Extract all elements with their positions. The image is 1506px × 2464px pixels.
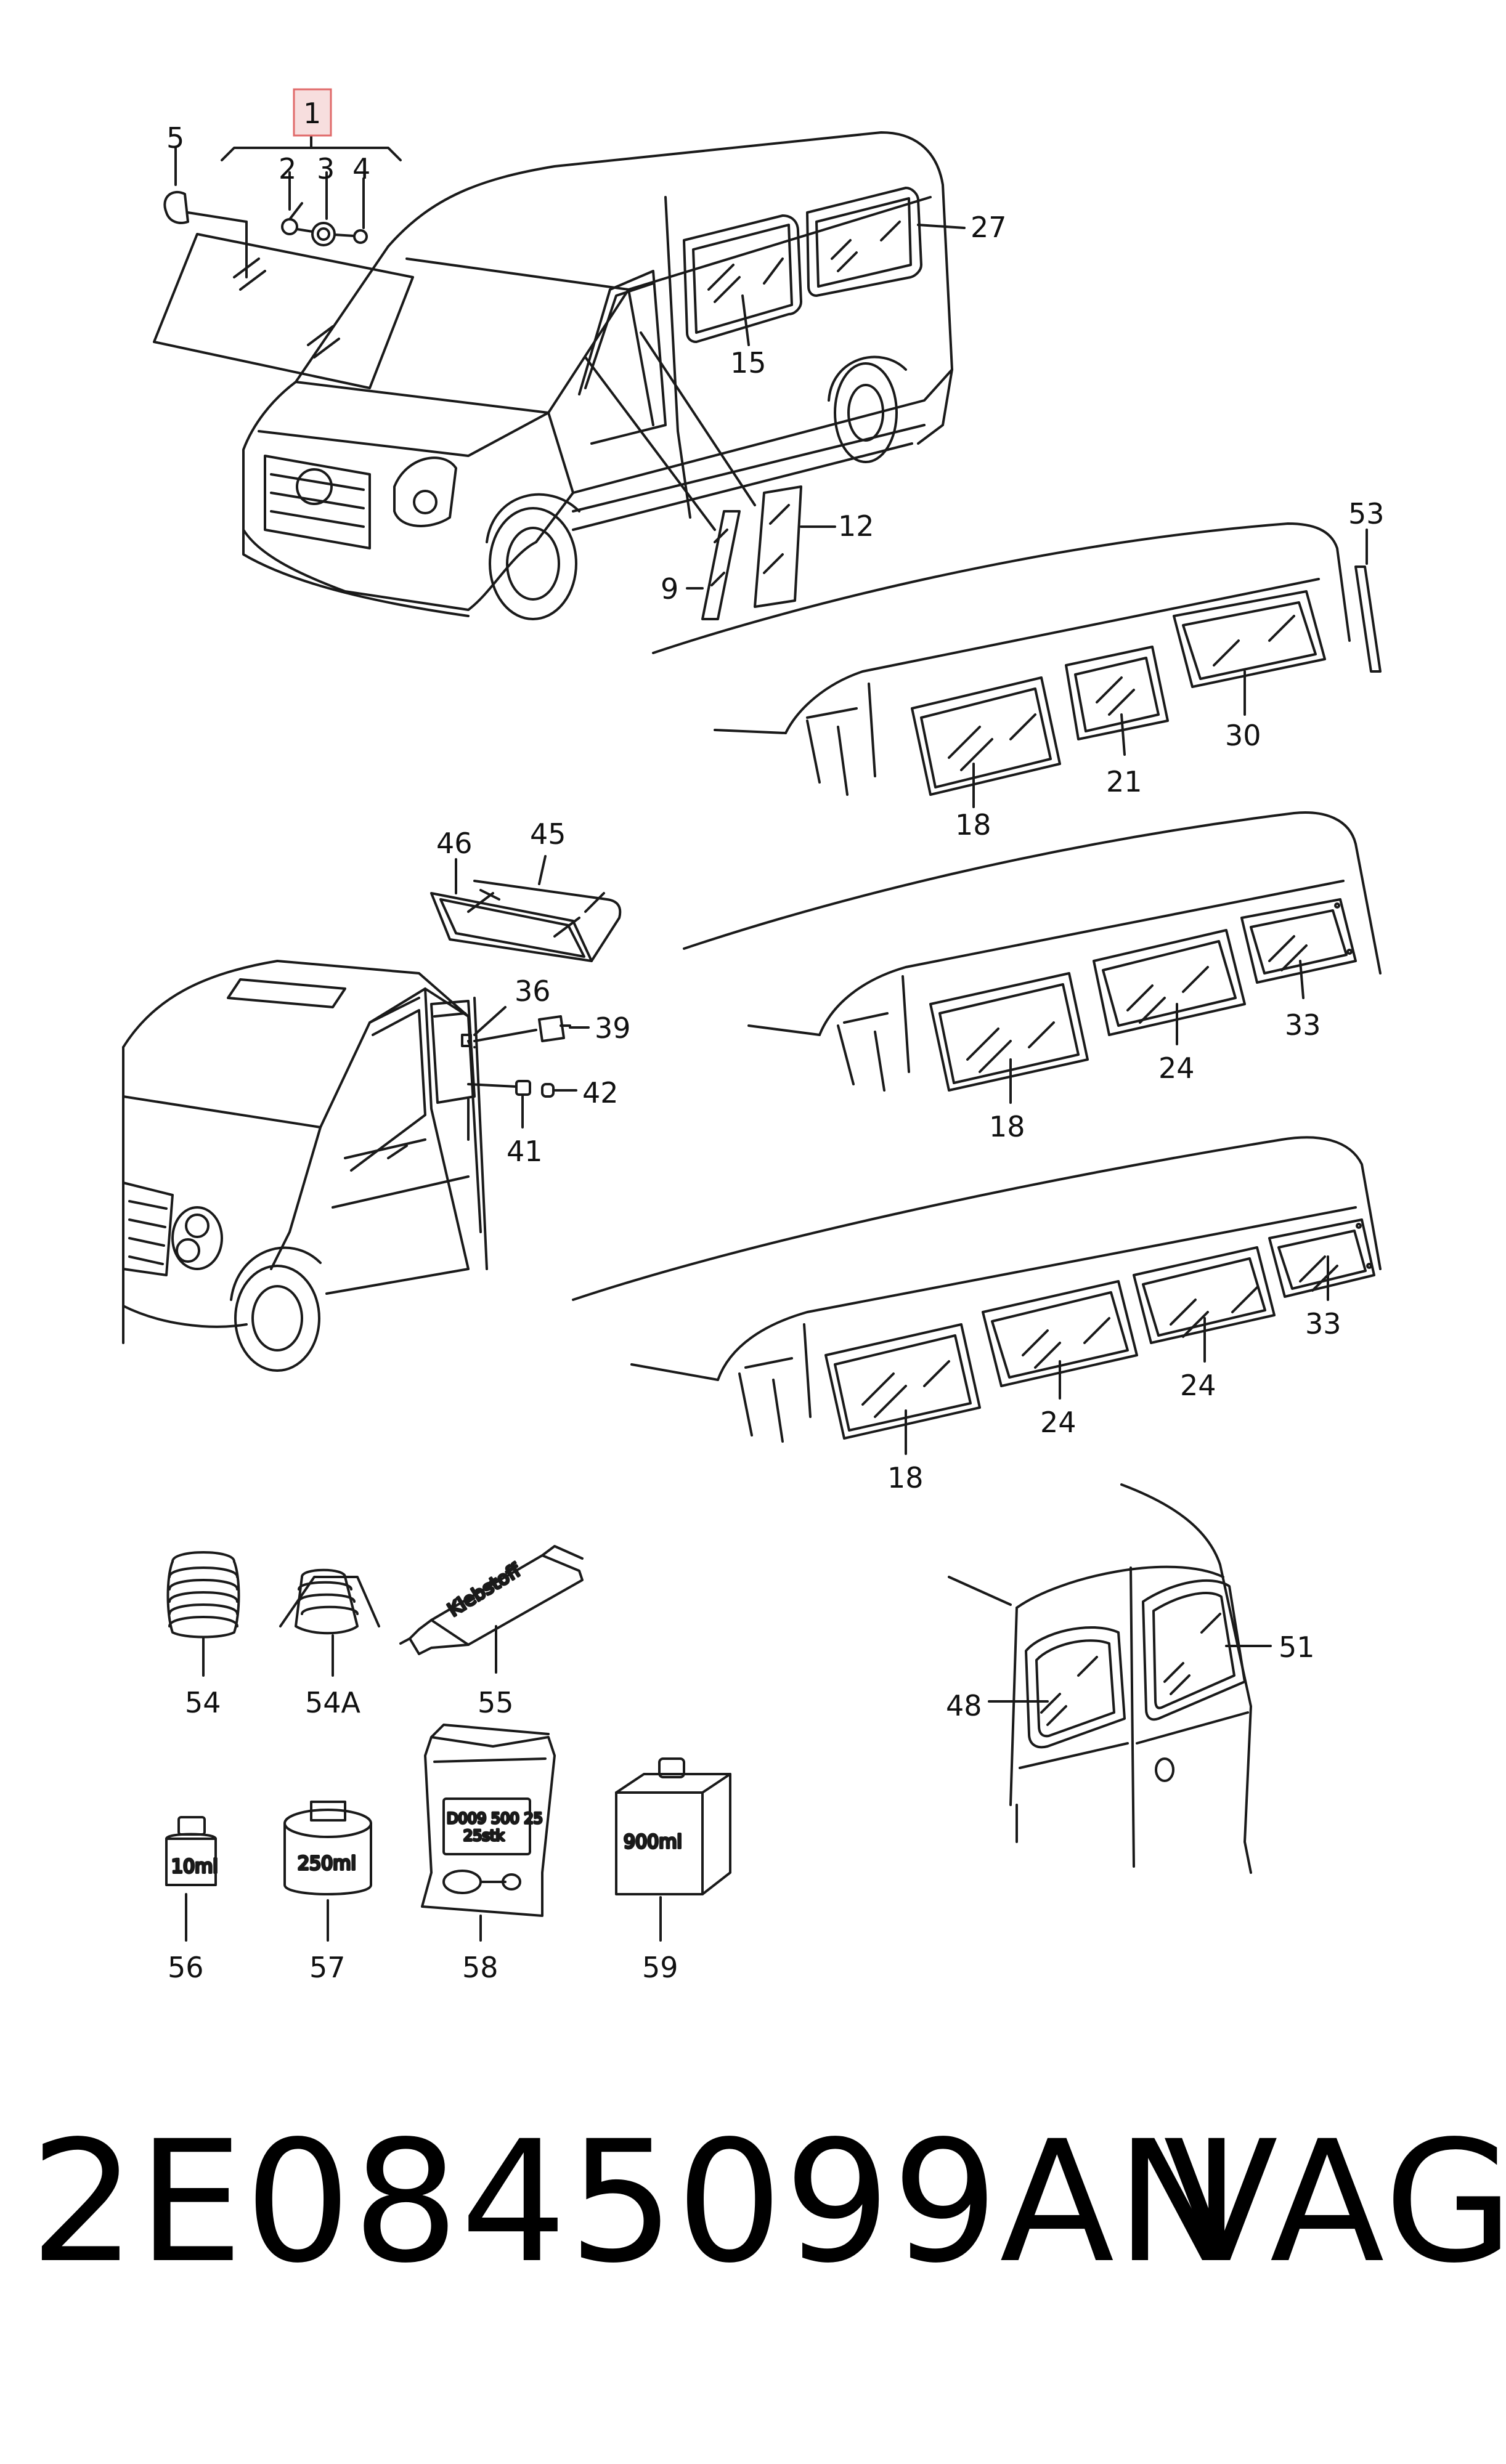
sealing-cord-54 [166,1551,240,1639]
van-side-view [122,960,488,1372]
callout-30: 30 [1225,719,1261,752]
callout-18c: 18 [887,1461,924,1494]
callout-1: 1 [303,97,321,130]
sealing-cord-54a [279,1568,380,1635]
callout-15: 15 [730,346,767,379]
callout-24c: 24 [1040,1406,1077,1439]
callout-33a: 33 [1285,1008,1321,1042]
primer-can-57 [283,1801,372,1895]
callout-21: 21 [1106,765,1142,798]
adhesive-tube-55 [399,1545,584,1655]
side-panel-set-2 [683,811,1382,1092]
callout-12: 12 [838,509,874,543]
box-label: 900ml [624,1831,682,1853]
callout-51: 51 [1279,1631,1315,1664]
tube-label: Klebstoff [444,1559,526,1621]
callout-27: 27 [971,211,1007,244]
callout-24b: 24 [1180,1369,1216,1402]
callout-57: 57 [309,1951,346,1984]
cleaner-box-59 [615,1757,731,1895]
bag-label-line2: 25stk [463,1827,504,1844]
side-panel-set-3 [572,1136,1382,1443]
callout-24a: 24 [1158,1052,1195,1085]
bottle-label: 10ml [171,1856,218,1878]
callout-42: 42 [582,1076,619,1109]
plug-41 [515,1080,531,1096]
vent-window-9 [701,510,741,620]
callout-labels: 1 2 3 4 5 27 15 12 9 53 30 21 18 46 45 3… [166,97,1385,1984]
callout-33b: 33 [1305,1307,1341,1340]
vent-window-12 [754,485,802,608]
callout-59: 59 [642,1951,678,1984]
bag-label-line1: D009 500 25 [447,1810,543,1827]
callout-54: 54 [185,1686,221,1719]
rear-doors [948,1483,1252,1874]
callout-58: 58 [462,1951,499,1984]
callout-1-highlight [293,88,332,137]
primer-bottle-56 [165,1816,217,1886]
hardware-bag-58 [421,1724,556,1917]
brand-name: VAG [1163,2105,1506,2300]
callout-2: 2 [279,152,296,185]
callout-18b: 18 [989,1110,1025,1143]
callout-4: 4 [352,152,370,185]
callout-56: 56 [168,1951,204,1984]
callout-55: 55 [478,1686,514,1719]
callout-46: 46 [436,827,473,860]
callout-39: 39 [595,1011,631,1045]
parts-diagram: Klebstoff 10ml 250ml D009 500 25 [122,88,1385,1984]
windshield [153,233,414,389]
callout-3: 3 [317,152,335,185]
callout-36: 36 [515,975,551,1008]
part-number: 2E0845099AN [30,2105,1242,2300]
mirror-glass-45-46 [430,880,622,962]
van-front-view [242,131,953,620]
side-panel-set-1 [652,522,1351,796]
can-label: 250ml [298,1853,356,1874]
cap-42 [541,1083,555,1098]
footer: 2E0845099AN VAG [0,2119,1506,2402]
latch-39 [538,1015,565,1042]
callout-54a: 54A [305,1686,361,1719]
callout-41: 41 [507,1135,543,1168]
callout-9: 9 [661,572,678,606]
part-5-clip [163,190,189,224]
callout-45: 45 [530,817,566,851]
callout-5: 5 [166,121,184,155]
callout-48: 48 [946,1689,982,1722]
callout-18a: 18 [955,808,991,841]
callout-53: 53 [1348,497,1385,530]
trim-strip-53 [1354,565,1382,673]
